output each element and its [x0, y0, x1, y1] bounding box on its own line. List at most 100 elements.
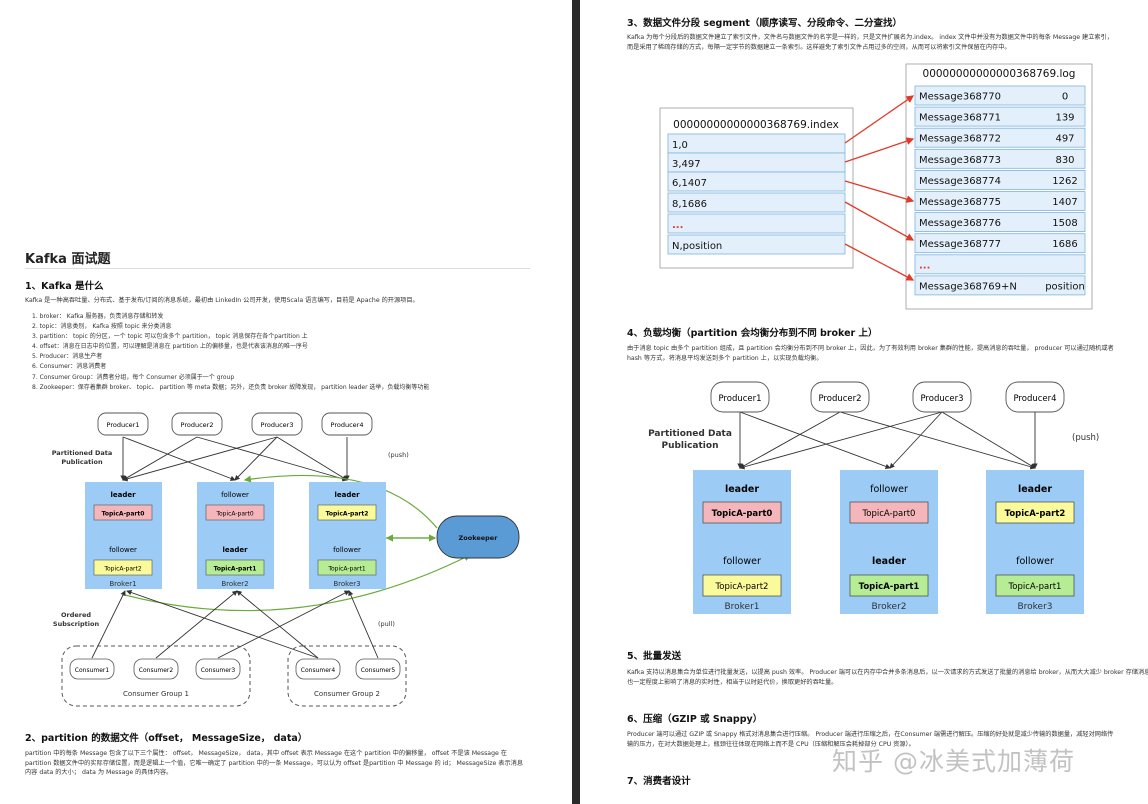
right-page: 3、数据文件分段 segment（顺序读写、分段命令、二分查找） Kafka 为… — [580, 0, 1148, 804]
log-row — [914, 212, 1086, 233]
partition-label: TopicA-part0 — [102, 511, 145, 518]
index-row: 8,1686 — [672, 199, 707, 210]
role-label: follower — [333, 546, 361, 554]
section-3-body: Kafka 为每个分段后的数据文件建立了索引文件，文件名与数据文件的名字是一样的… — [627, 33, 1137, 52]
consumer-label: Consumer3 — [201, 667, 236, 674]
paragraph-line: 也一定程度上影响了消息的实时性，相当于以时延代价，换取更好的吞吐量。 — [627, 678, 838, 686]
publication-label: Partitioned Data — [648, 429, 732, 439]
paragraph-line: Kafka 为每个分段后的数据文件建立了索引文件，文件名与数据文件的名字是一样的… — [627, 34, 1113, 41]
zookeeper-label: Zookeeper — [459, 534, 499, 542]
publication-label: Partitioned Data — [52, 449, 113, 457]
broker-name: Broker3 — [1017, 602, 1052, 612]
producer-label: Producer1 — [718, 394, 761, 404]
role-label: leader — [334, 491, 360, 499]
page-divider — [572, 0, 580, 804]
consumer-group-2 — [287, 645, 407, 707]
glossary-list: 1. broker： Kafka 服务器，负责消息存储和转发 2. topic：… — [32, 312, 532, 393]
zookeeper-node — [436, 515, 520, 559]
partition-label: TopicA-part2 — [715, 582, 769, 592]
consumer-label: Consumer1 — [75, 667, 110, 674]
role-label: leader — [110, 491, 136, 499]
paragraph-line: Producer 端可以通过 GZIP 或 Snappy 格式对消息集合进行压缩… — [627, 731, 1114, 738]
role-label: follower — [1016, 556, 1054, 567]
index-rows: 1,0 3,497 6,1407 8,1686 ... N,position — [667, 133, 846, 255]
left-page: Kafka 面试题 1、Kafka 是什么 Kafka 是一种高吞吐量、分布式、… — [0, 0, 572, 804]
producer-nodes: Producer1 Producer2 Producer3 Producer4 — [710, 381, 1065, 413]
index-row: ... — [672, 220, 683, 231]
paragraph-line: Kafka 支持以消息集合为单位进行批量发送，以提高 push 效率。 Prod… — [627, 669, 1148, 676]
section-6-heading: 6、压缩（GZIP 或 Snappy） — [627, 714, 763, 725]
list-item: 7. Consumer Group：消费者分组，每个 Consumer 必须属于… — [32, 373, 235, 381]
log-message: Message368774 — [919, 176, 1001, 187]
section-1-heading: 1、Kafka 是什么 — [25, 281, 104, 292]
paragraph-line: 输的压力，在对大数据处理上，瓶颈往往体现在网络上而不是 CPU（压缩和解压会耗掉… — [627, 740, 915, 748]
log-row — [914, 85, 1086, 106]
load-balance-diagram: Producer1 Producer2 Producer3 Producer4 … — [648, 381, 1099, 614]
partition-label: TopicA-part1 — [1008, 582, 1062, 592]
producer-label: Producer3 — [261, 421, 294, 429]
producer-label: Producer1 — [107, 421, 140, 429]
section-5-body: Kafka 支持以消息集合为单位进行批量发送，以提高 push 效率。 Prod… — [627, 668, 1148, 687]
partition-label: TopicA-part2 — [103, 566, 142, 573]
log-row — [914, 275, 1086, 296]
log-row — [914, 233, 1086, 254]
role-label: follower — [870, 484, 908, 495]
index-file-title: 00000000000000368769.index — [673, 119, 839, 131]
log-file-title: 00000000000000368769.log — [923, 68, 1076, 80]
log-position: position — [1045, 281, 1085, 292]
log-position: 1508 — [1052, 218, 1077, 229]
section-7-heading: 7、消费者设计 — [627, 776, 691, 787]
section-5-heading: 5、批量发送 — [627, 651, 682, 662]
log-message: Message368773 — [919, 155, 1001, 166]
list-item: 3. partition： topic 的分区，一个 topic 可以包含多个 … — [32, 333, 308, 341]
paragraph-line: 而是采用了稀疏存储的方式，每隔一定字节的数据建立一条索引。这样避免了索引文件占用… — [627, 43, 1011, 51]
partition-label: TopicA-part0 — [862, 509, 916, 519]
paragraph-line: hash 等方式，将消息平均发送到多个 partition 上，以实现负载均衡。 — [627, 354, 823, 362]
log-message: Message368771 — [919, 113, 1001, 124]
consumer-label: Consumer4 — [301, 667, 336, 674]
index-row: 6,1407 — [672, 178, 707, 189]
section-4-heading: 4、负载均衡（partition 会均衡分布到不同 broker 上） — [627, 328, 878, 339]
list-item: 2. topic：消息类别， Kafka 按照 topic 来分类消息 — [32, 323, 172, 331]
list-item: 4. offset：消息在日志中的位置，可以理解是消息在 partition 上… — [32, 343, 308, 351]
log-message: Message368775 — [919, 197, 1001, 208]
log-position: 1262 — [1052, 176, 1077, 187]
broker-1: leader TopicA-part0 follower TopicA-part… — [85, 482, 162, 589]
list-item: 1. broker： Kafka 服务器，负责消息存储和转发 — [32, 313, 164, 320]
broker-name: Broker1 — [724, 602, 759, 612]
group-label: Consumer Group 1 — [123, 690, 189, 698]
partition-label: TopicA-part1 — [214, 566, 257, 573]
log-message: Message368777 — [919, 239, 1001, 250]
title-divider — [25, 268, 530, 269]
broker-3: leader TopicA-part2 follower TopicA-part… — [986, 470, 1084, 614]
partition-label: TopicA-part2 — [326, 511, 369, 518]
log-message: Message368772 — [919, 134, 1001, 145]
producer-label: Producer2 — [818, 394, 861, 404]
role-label: leader — [725, 484, 759, 495]
log-position: 139 — [1055, 113, 1074, 124]
log-message: Message368769+N — [919, 281, 1017, 292]
log-message: Message368776 — [919, 218, 1001, 229]
broker-name: Broker2 — [221, 580, 248, 588]
log-row — [914, 106, 1086, 127]
consumer-group-1 — [61, 645, 251, 707]
log-position: 0 — [1062, 92, 1068, 103]
role-label: follower — [221, 491, 249, 499]
zhihu-watermark: 知乎 @冰美式加薄荷 — [832, 747, 1075, 776]
consumer-nodes: Consumer1 Consumer2 Consumer3 Consumer4 … — [69, 658, 401, 680]
role-label: follower — [723, 556, 761, 567]
segment-index-diagram: 00000000000000368769.index 1,0 3,497 6,1… — [659, 63, 1093, 310]
log-position: 1686 — [1052, 239, 1077, 250]
log-message: ... — [919, 260, 930, 271]
broker-3: leader TopicA-part2 follower TopicA-part… — [309, 482, 386, 589]
section-1-intro: Kafka 是一种高吞吐量、分布式、基于发布/订阅的消息系统，最初由 Linke… — [25, 297, 419, 304]
partition-label: TopicA-part0 — [215, 511, 254, 518]
push-label: (push) — [1072, 433, 1099, 443]
log-row — [914, 127, 1086, 148]
section-2-heading: 2、partition 的数据文件（offset， MessageSize， d… — [25, 733, 308, 744]
log-row — [914, 170, 1086, 190]
list-item: 5. Producer：消息生产者 — [32, 353, 103, 361]
section-4-body: 由于消息 topic 由多个 partition 组成，且 partition … — [627, 344, 1137, 363]
index-row: N,position — [672, 241, 722, 252]
